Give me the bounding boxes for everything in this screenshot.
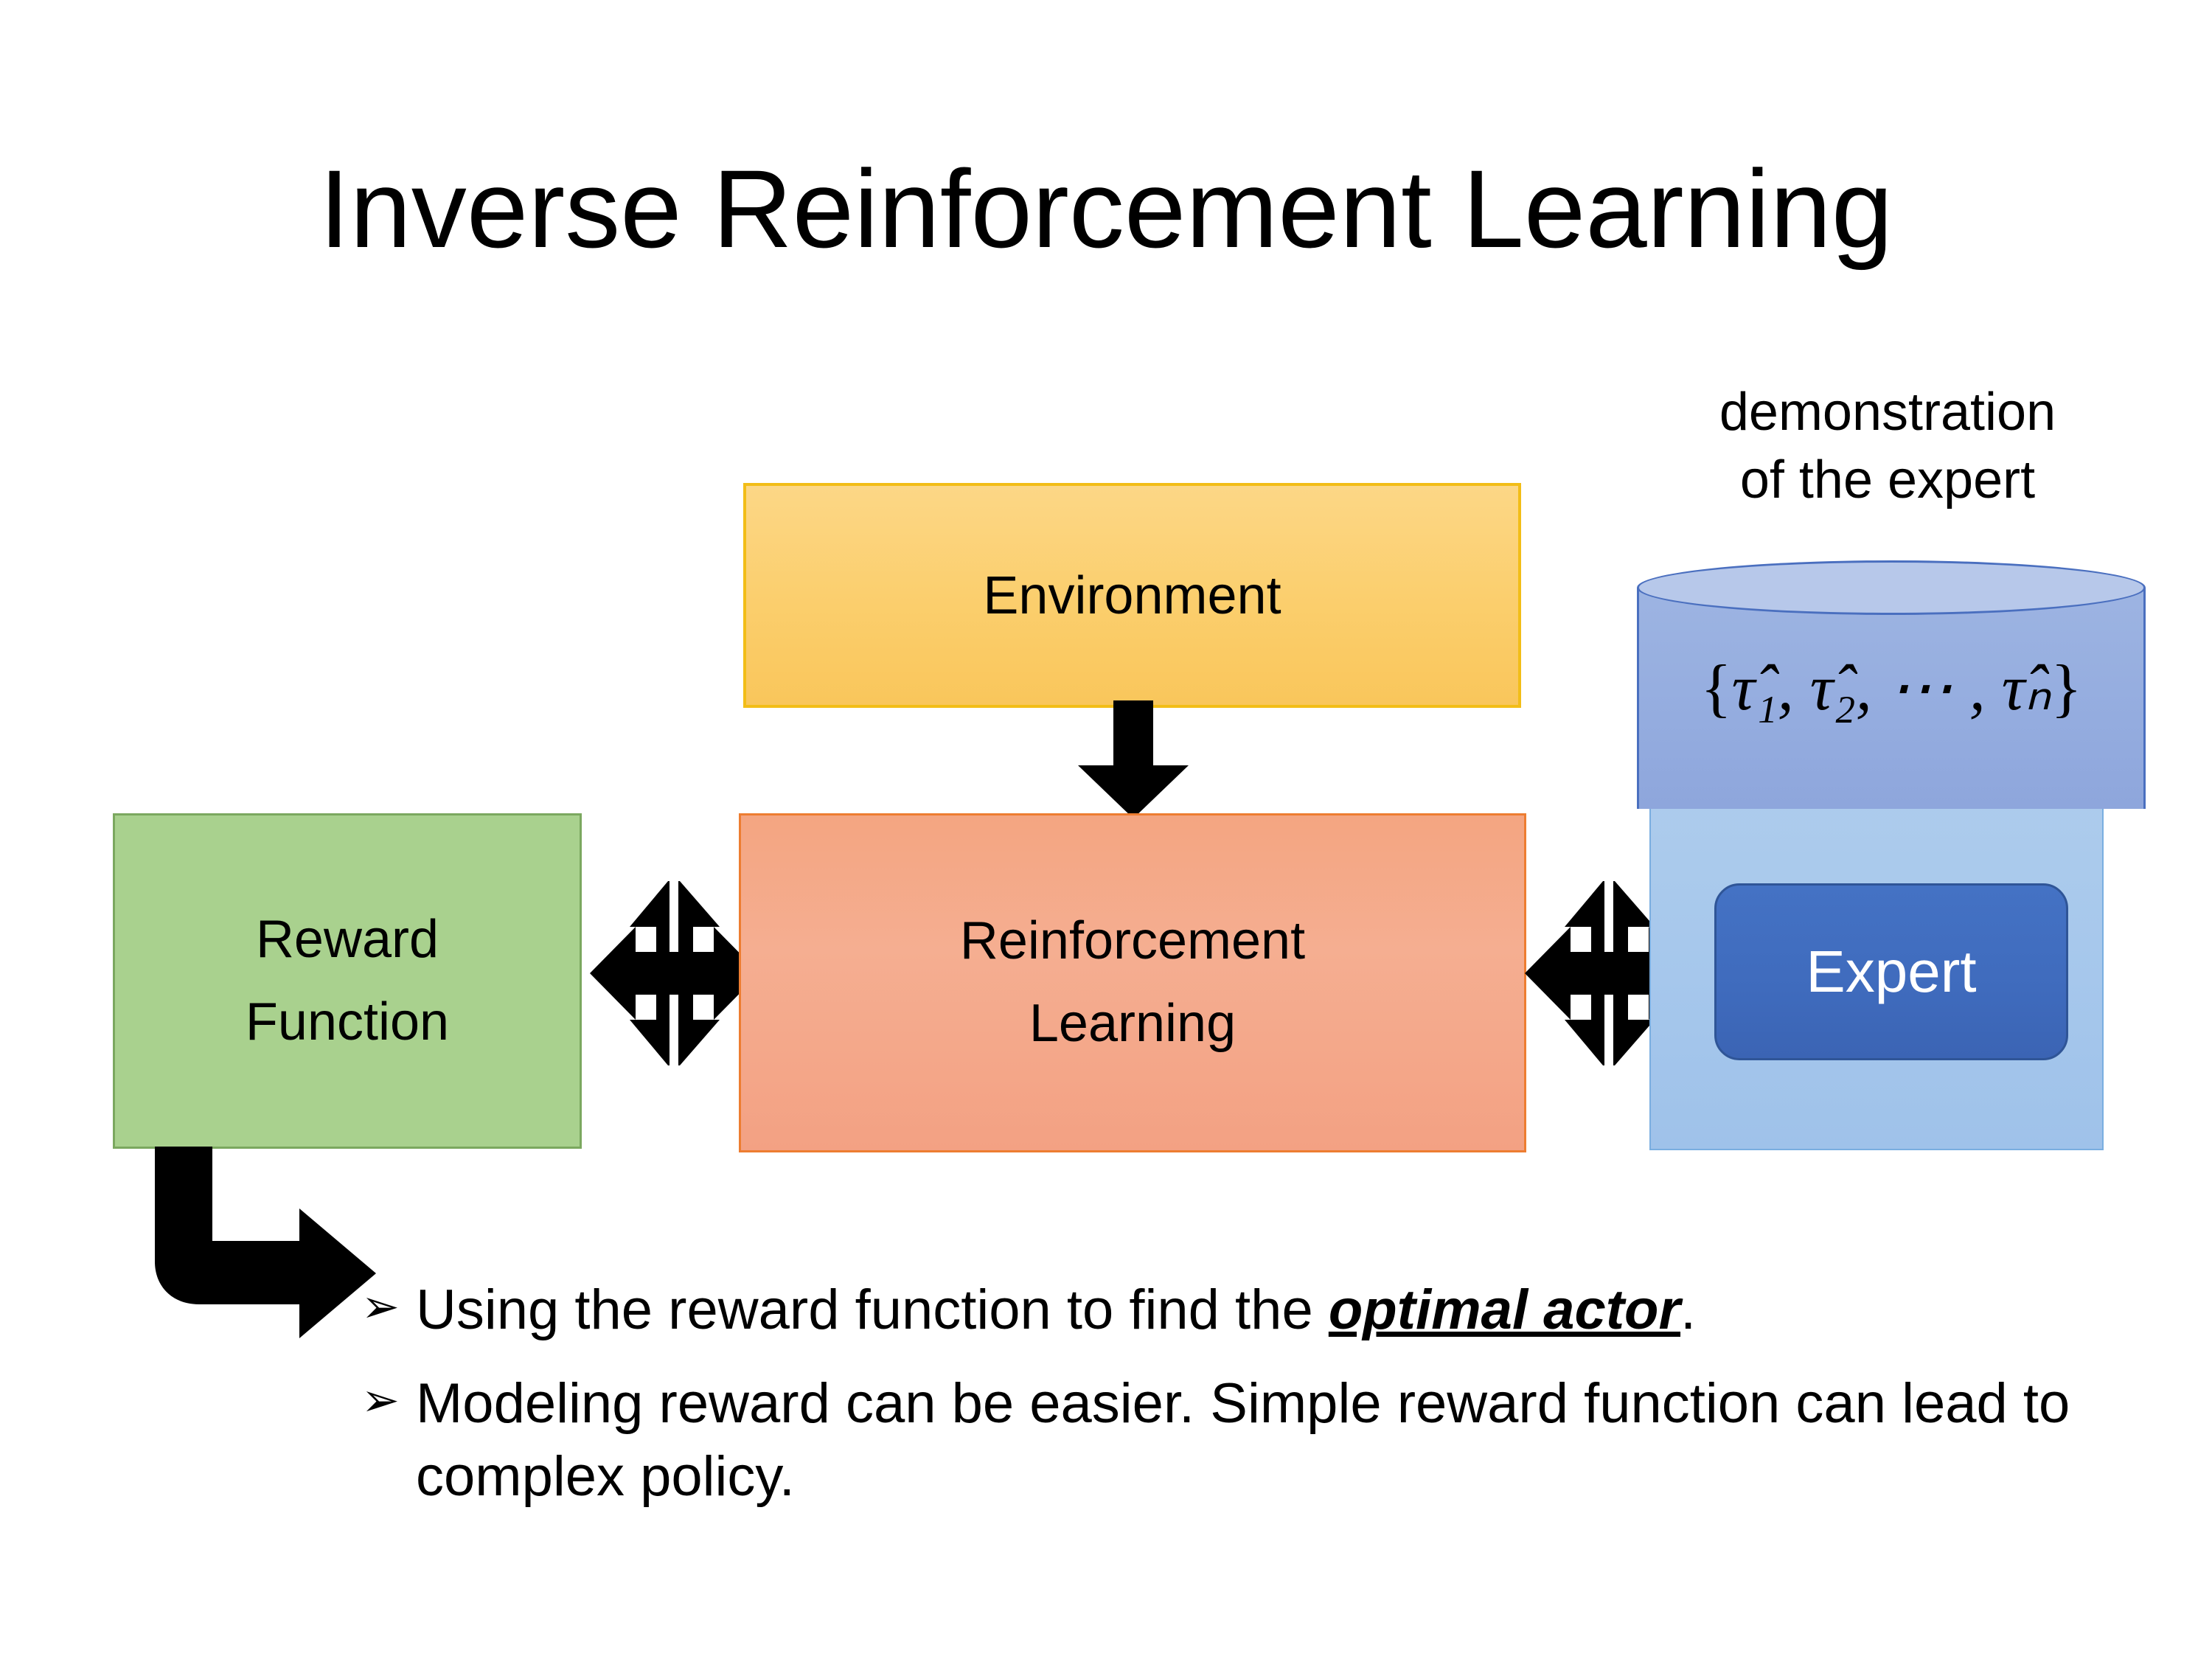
reinforcement-learning-box-label: Reinforcement Learning xyxy=(960,900,1305,1065)
bullet-marker-icon: ➢ xyxy=(361,1374,400,1426)
trajectory-set-formula: {τ̂₁, τ̂₂, ⋯ , τ̂ₙ} xyxy=(1637,649,2146,726)
rl-label-line2: Learning xyxy=(1029,994,1237,1053)
bullet-1-emphasis: optimal actor xyxy=(1328,1279,1681,1341)
down-arrow-icon xyxy=(1078,700,1189,818)
reinforcement-learning-box[interactable]: Reinforcement Learning xyxy=(739,813,1526,1152)
demonstration-cylinder[interactable]: {τ̂₁, τ̂₂, ⋯ , τ̂ₙ} xyxy=(1637,560,2146,837)
page-title: Inverse Reinforcement Learning xyxy=(319,147,1893,271)
reward-function-box[interactable]: Reward Function xyxy=(113,813,582,1149)
formula-body: τ̂₁, τ̂₂, ⋯ , τ̂ₙ xyxy=(1731,653,2051,724)
demonstration-caption: demonstration of the expert xyxy=(1630,378,2146,514)
cylinder-body xyxy=(1637,588,2146,809)
reward-label-line1: Reward xyxy=(255,909,439,969)
environment-box[interactable]: Environment xyxy=(743,483,1521,708)
elbow-arrow-icon xyxy=(155,1147,376,1338)
reward-label-line2: Function xyxy=(245,992,450,1051)
bullet-text-2: Modeling reward can be easier. Simple re… xyxy=(416,1371,2070,1508)
expert-box-label: Expert xyxy=(1806,939,1977,1004)
bullet-1-prefix: Using the reward function to find the xyxy=(416,1279,1329,1341)
four-way-arrow-icon-left xyxy=(590,881,759,1065)
formula-close-brace: } xyxy=(2051,653,2082,724)
expert-box[interactable]: Expert xyxy=(1714,883,2068,1060)
environment-box-label: Environment xyxy=(983,566,1281,625)
formula-open-brace: { xyxy=(1700,653,1732,724)
bullet-1-suffix: . xyxy=(1680,1279,1697,1341)
demonstration-caption-line1: demonstration xyxy=(1719,383,2056,442)
reward-function-box-label: Reward Function xyxy=(246,899,449,1063)
rl-label-line1: Reinforcement xyxy=(959,911,1306,971)
bullet-text-1: Using the reward function to find the op… xyxy=(416,1274,2131,1347)
list-item: ➢ Modeling reward can be easier. Simple … xyxy=(361,1368,2131,1514)
bullet-marker-icon: ➢ xyxy=(361,1281,400,1332)
bullet-list: ➢ Using the reward function to find the … xyxy=(361,1274,2131,1534)
cylinder-top-ellipse xyxy=(1637,560,2146,615)
list-item: ➢ Using the reward function to find the … xyxy=(361,1274,2131,1347)
demonstration-caption-line2: of the expert xyxy=(1739,451,2036,510)
